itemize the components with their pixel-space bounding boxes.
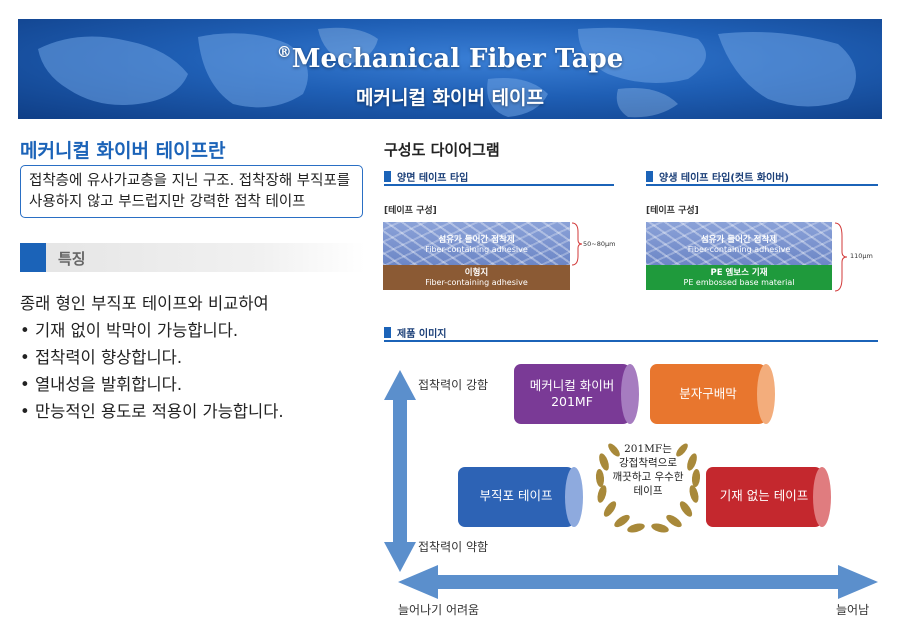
thickness-label: 110μm xyxy=(850,252,873,260)
cylinder-mechanical-fiber xyxy=(514,364,639,424)
badge-text: 201MF는 강접착력으로 깨끗하고 우수한 테이프 xyxy=(612,443,684,497)
double-sided-construct-label: [테이프 구성] xyxy=(384,206,437,216)
features-heading-bar: 특징 xyxy=(20,243,365,272)
intro-description-line: 접착층에 유사가교층을 지닌 구조. 접착장해 부직포를 xyxy=(29,173,351,189)
heading-marker xyxy=(646,171,653,182)
banner-title: ®Mechanical Fiber Tape xyxy=(276,43,624,74)
intro-heading: 메커니컬 화이버 테이프란 xyxy=(20,140,226,162)
cylinder-label: 부직포 테이프 xyxy=(479,488,553,503)
fiber-adhesive-layer: 섬유가 들어간 점착제 Fiber-containing adhesive xyxy=(383,222,570,265)
thickness-brace xyxy=(571,222,583,266)
x-axis-left-label: 늘어나기 어려움 xyxy=(398,603,480,617)
cylinder-label: 메커니컬 화이버 201MF xyxy=(529,378,615,409)
cylinder-nonwoven-tape xyxy=(458,467,583,527)
y-axis-bottom-label: 접착력이 약함 xyxy=(418,540,489,554)
feature-item: • 만능적인 용도로 적용이 가능합니다. xyxy=(20,402,284,421)
feature-item: • 접착력이 향상합니다. xyxy=(20,348,183,367)
x-axis-right-label: 늘어남 xyxy=(836,603,870,617)
header-banner: ®Mechanical Fiber Tape 메커니컬 화이버 테이프 xyxy=(18,19,882,119)
single-sided-rule xyxy=(646,184,878,186)
double-sided-rule xyxy=(384,184,614,186)
diagram-title: 구성도 다이어그램 xyxy=(384,141,500,159)
heading-marker xyxy=(384,327,391,338)
horizontal-axis-arrow xyxy=(398,565,878,599)
feature-item: • 기재 없이 박막이 가능합니다. xyxy=(20,321,239,340)
vertical-axis-arrow xyxy=(384,370,416,572)
fiber-adhesive-layer: 섬유가 들어간 점착제 Fiber-containing adhesive xyxy=(646,222,832,265)
cylinder-baseless-tape xyxy=(706,467,831,527)
feature-item: • 열내성을 발휘합니다. xyxy=(20,375,183,394)
laurel-wreath-icon xyxy=(595,443,701,533)
single-sided-heading: 양생 테이프 타입(컷트 화이버) xyxy=(646,169,789,185)
cylinder-label: 기재 없는 테이프 xyxy=(719,488,809,503)
features-list: 종래 형인 부직포 테이프와 비교하여 • 기재 없이 박막이 가능합니다. •… xyxy=(20,290,284,425)
features-lead: 종래 형인 부직포 테이프와 비교하여 xyxy=(20,294,269,313)
cylinder-label: 분자구배막 xyxy=(679,386,737,401)
heading-marker xyxy=(20,243,46,272)
world-map-background xyxy=(38,27,856,118)
double-sided-heading: 양면 테이프 타입 xyxy=(384,169,468,185)
intro-description-box: 접착층에 유사가교층을 지닌 구조. 접착장해 부직포를 사용하지 않고 부드럽… xyxy=(20,165,363,218)
thickness-label: 50~80μm xyxy=(583,240,616,248)
heading-marker xyxy=(384,171,391,182)
features-heading: 특징 xyxy=(58,250,86,268)
single-sided-construct-label: [테이프 구성] xyxy=(646,206,699,216)
y-axis-top-label: 접착력이 강함 xyxy=(418,378,489,392)
release-paper-layer: 이형지 Fiber-containing adhesive xyxy=(383,265,570,290)
pe-base-layer: PE 엠보스 기재 PE embossed base material xyxy=(646,265,832,290)
banner-subtitle: 메커니컬 화이버 테이프 xyxy=(355,87,545,109)
product-image-rule xyxy=(384,340,878,342)
cylinder-molecular-gradient xyxy=(650,364,775,424)
product-image-heading: 제품 이미지 xyxy=(384,325,446,341)
thickness-brace xyxy=(834,222,848,292)
intro-description-line: 사용하지 않고 부드럽지만 강력한 접착 테이프 xyxy=(29,194,306,210)
